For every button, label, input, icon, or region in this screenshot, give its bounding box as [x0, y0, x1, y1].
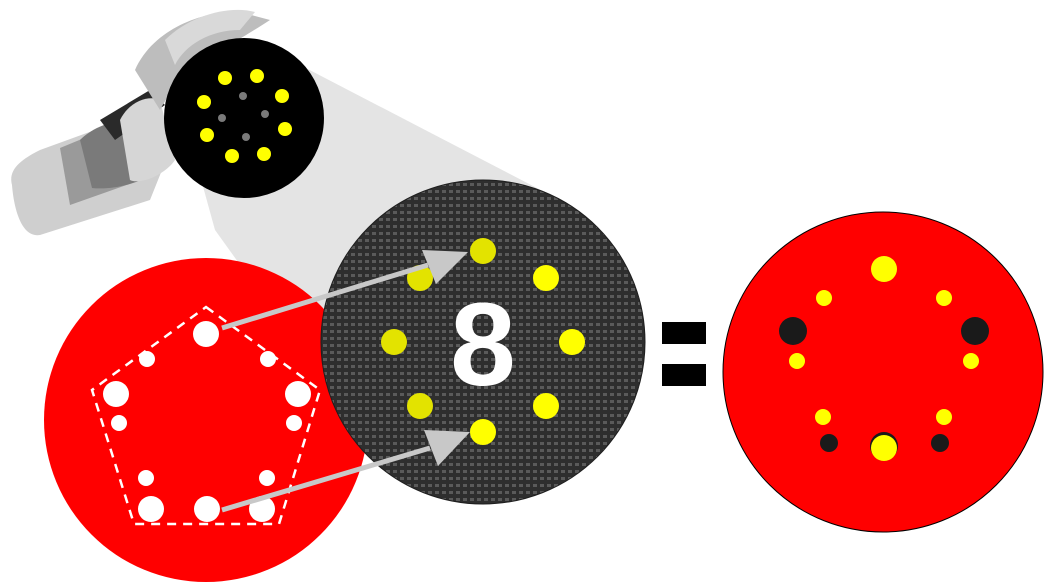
combined-hole-yellow	[936, 290, 952, 306]
combined-pad-icon	[722, 211, 1044, 533]
mesh-hole	[407, 393, 433, 419]
combined-hole-black	[931, 434, 949, 452]
arrow-bottom	[221, 430, 470, 513]
head-hole	[225, 149, 239, 163]
combined-hole-yellow	[936, 409, 952, 425]
combined-hole-black	[820, 434, 838, 452]
five-hole-pad-icon	[44, 258, 368, 582]
mesh-hole	[533, 393, 559, 419]
mesh-hole	[533, 265, 559, 291]
head-hole	[275, 89, 289, 103]
combined-hole-black-large	[961, 317, 989, 345]
sander-tool-icon	[11, 9, 270, 236]
pentagon-outline	[90, 305, 322, 526]
combined-hole-yellow	[815, 409, 831, 425]
pad-hole-small	[139, 351, 155, 367]
mesh-hole	[559, 329, 585, 355]
mesh-hole	[470, 419, 496, 445]
combined-hole-black-large	[779, 317, 807, 345]
head-hole	[278, 122, 292, 136]
combined-hole-yellow-large	[871, 256, 897, 282]
hole-count-label: 8	[450, 279, 516, 411]
pad-hole-large	[193, 321, 219, 347]
sander-pad-head	[164, 38, 324, 198]
head-vent	[261, 110, 269, 118]
mesh-hole	[470, 238, 496, 264]
pad-hole-small	[286, 415, 302, 431]
head-hole	[257, 147, 271, 161]
arrow-top	[221, 250, 468, 331]
pad-hole-large	[194, 496, 220, 522]
head-vent	[239, 92, 247, 100]
pad-hole-small	[111, 415, 127, 431]
pad-hole-small	[260, 351, 276, 367]
combined-hole-yellow-large	[871, 435, 897, 461]
combined-hole-yellow	[963, 353, 979, 369]
pad-hole-small	[259, 470, 275, 486]
head-hole	[250, 69, 264, 83]
pad-hole-small	[138, 470, 154, 486]
head-vent	[218, 114, 226, 122]
combined-hole-yellow	[816, 290, 832, 306]
combined-hole-yellow	[789, 353, 805, 369]
pad-hole-large	[285, 381, 311, 407]
head-hole	[197, 95, 211, 109]
head-hole	[218, 71, 232, 85]
equals-icon	[662, 322, 706, 386]
mesh-hole	[381, 329, 407, 355]
head-hole	[200, 128, 214, 142]
pad-hole-large	[138, 496, 164, 522]
eight-hole-mesh-pad-icon: 8	[320, 179, 646, 505]
head-vent	[242, 133, 250, 141]
pad-hole-large	[103, 381, 129, 407]
